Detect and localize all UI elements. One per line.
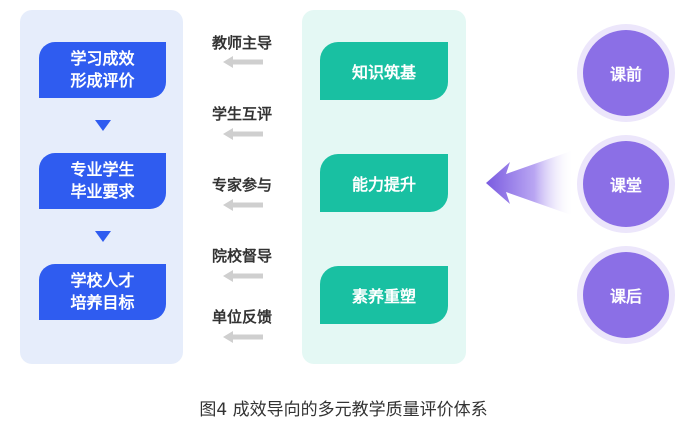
ability-box-knowledge: 知识筑基 bbox=[320, 42, 448, 100]
outcome-box-line: 形成评价 bbox=[70, 71, 135, 90]
figure-caption: 图4 成效导向的多元教学质量评价体系 bbox=[199, 400, 488, 420]
left-arrow-icon bbox=[223, 270, 263, 282]
stage-circle-after-class: 课后 bbox=[583, 252, 669, 338]
stage-circle-before-class: 课前 bbox=[583, 30, 669, 116]
ability-box-literacy: 素养重塑 bbox=[320, 266, 448, 324]
agent-label-teacher: 教师主导 bbox=[211, 34, 272, 52]
outcome-box-graduation: 专业学生 毕业要求 bbox=[39, 153, 166, 209]
outcome-box-line: 学习成效 bbox=[70, 49, 135, 68]
outcome-box-line: 毕业要求 bbox=[70, 182, 135, 201]
agent-label-supervision: 院校督导 bbox=[211, 247, 272, 265]
ability-box-capability: 能力提升 bbox=[320, 154, 448, 212]
outcome-box-line: 培养目标 bbox=[70, 293, 135, 312]
left-arrow-icon bbox=[223, 199, 263, 211]
down-arrow-icon bbox=[95, 231, 111, 242]
agent-label-peer: 学生互评 bbox=[211, 105, 272, 123]
big-left-arrow-icon bbox=[486, 150, 574, 216]
left-arrow-icon bbox=[223, 128, 263, 140]
stage-circle-in-class: 课堂 bbox=[583, 141, 669, 227]
agent-label-expert: 专家参与 bbox=[211, 176, 272, 194]
outcome-box-line: 学校人才 bbox=[70, 271, 135, 290]
outcome-box-line: 专业学生 bbox=[70, 160, 135, 179]
agent-label-employer: 单位反馈 bbox=[211, 308, 272, 326]
outcome-box-learning: 学习成效 形成评价 bbox=[39, 42, 166, 98]
outcome-box-talent: 学校人才 培养目标 bbox=[39, 264, 166, 320]
left-arrow-icon bbox=[223, 331, 263, 343]
left-arrow-icon bbox=[223, 56, 263, 68]
down-arrow-icon bbox=[95, 120, 111, 131]
